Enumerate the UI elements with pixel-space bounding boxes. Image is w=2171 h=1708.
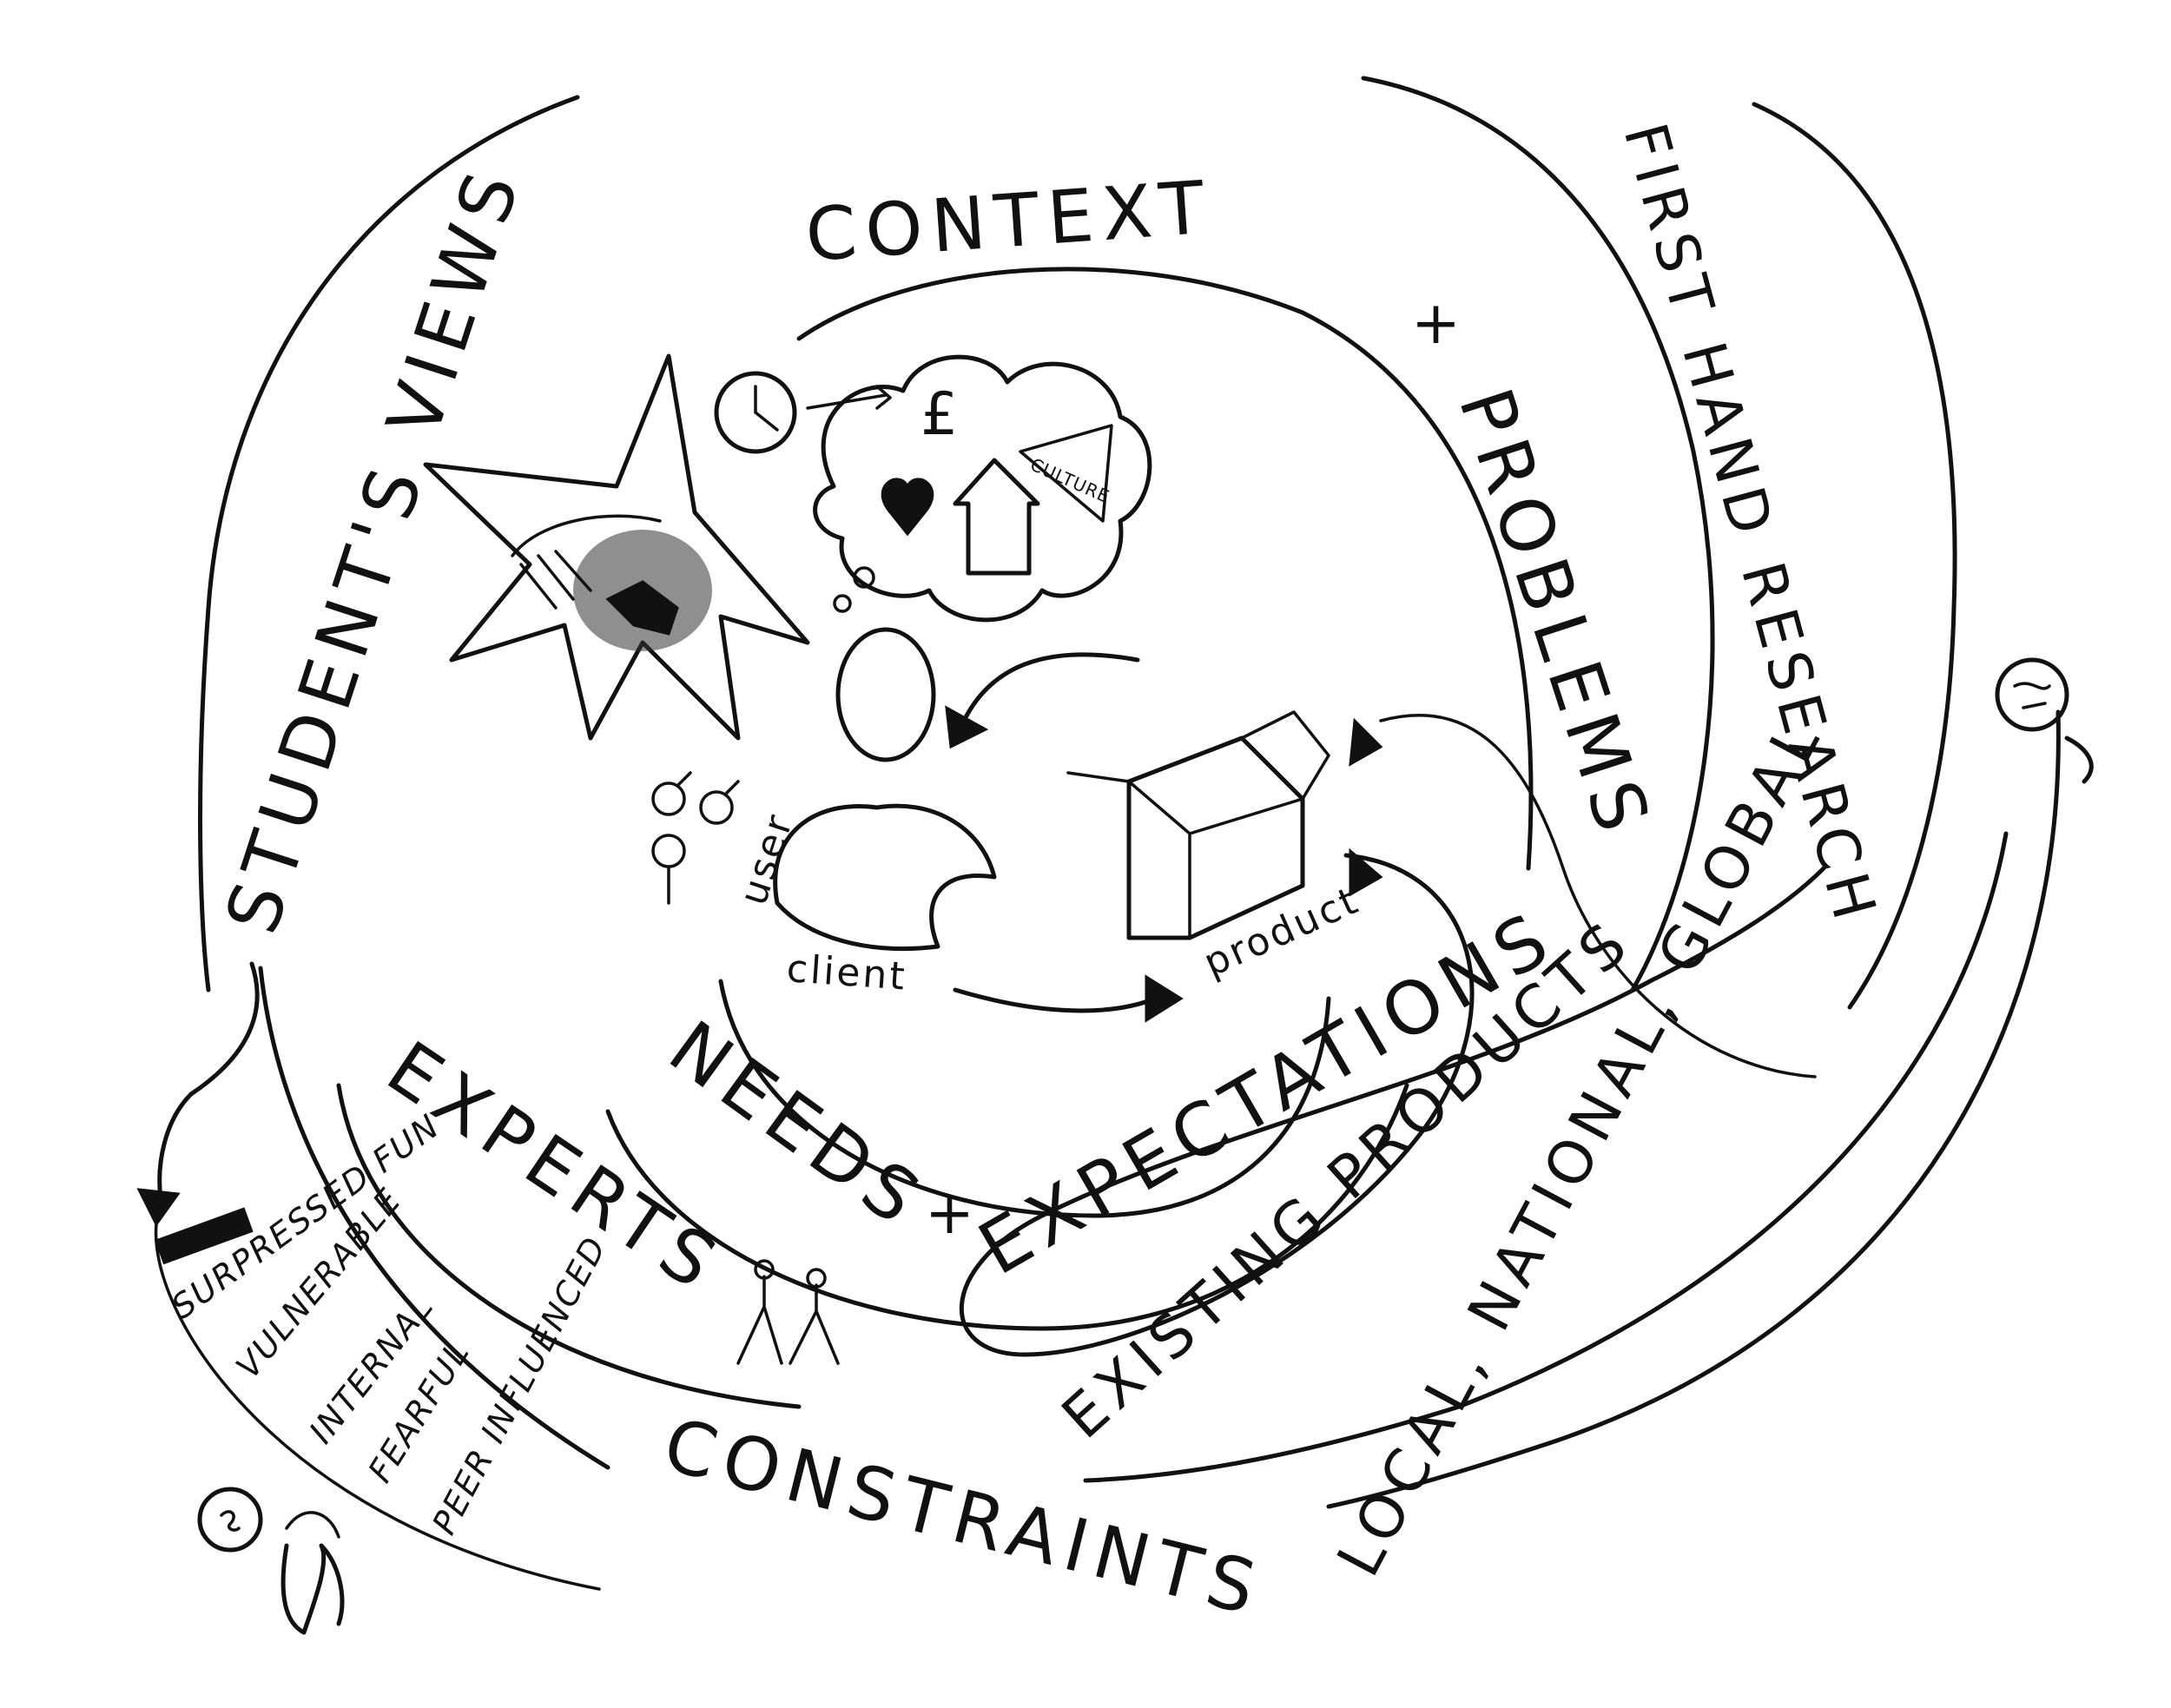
label-client: client: [785, 946, 908, 999]
thought-cloud-icon: £ CULTURE: [806, 354, 1152, 623]
label-constraints: CONSTRAINTS: [656, 1401, 1272, 1632]
box-icon: [1066, 710, 1330, 940]
arc-experts: [336, 1083, 802, 1409]
label-culture: CULTURE: [1027, 454, 1113, 508]
arc-first-hand-research: [1752, 102, 1957, 1010]
arrow-students-to-list: [157, 961, 260, 1201]
house-icon: [953, 458, 1040, 576]
curved-arrow-icon: [945, 652, 1383, 1023]
arc-problems: [1361, 76, 1715, 992]
diagram-labels: CONTEXT + PROBLEMS STUDENT'S VIEWS FIRST…: [209, 116, 1891, 1632]
arc-needs-expectations: [718, 979, 1331, 1218]
label-students-views: STUDENT'S VIEWS: [209, 155, 538, 943]
heart-icon: [881, 478, 934, 537]
list-boundary-line: [154, 1223, 601, 1591]
spiral-lines: [136, 76, 2061, 1591]
arc-existing-products-loop: [959, 853, 1826, 1357]
gender-symbols-icon: [651, 771, 740, 905]
scribbled-out-word: [154, 1207, 254, 1265]
label-user: user: [731, 808, 802, 910]
label-plus-context: +: [1411, 289, 1468, 358]
arc-students-to-constraints: [258, 966, 610, 1470]
arc-product-to-research: [1379, 713, 1817, 1078]
arc-context-inner: [796, 267, 1534, 871]
person-icon: [773, 627, 997, 951]
label-context: CONTEXT: [803, 164, 1216, 278]
arc-needs-outer: [605, 1083, 1409, 1331]
pound-icon: £: [921, 380, 965, 449]
label-plus-needs: +: [925, 1179, 981, 1248]
arc-global-inner: [1083, 831, 2009, 1483]
star-icon: [423, 353, 810, 741]
label-needs: NEEDS: [654, 1005, 940, 1245]
faces-icon: [197, 1487, 345, 1635]
arrow-head-students: [136, 1188, 181, 1227]
globe-icon: [1995, 657, 2094, 784]
clock-icon: [714, 371, 797, 454]
experts-figures-icon: [736, 1259, 840, 1365]
outer-arc-students-views: [198, 95, 580, 992]
arc-local-national-global: [1326, 709, 2061, 1509]
label-problems: PROBLEMS: [1442, 379, 1668, 849]
